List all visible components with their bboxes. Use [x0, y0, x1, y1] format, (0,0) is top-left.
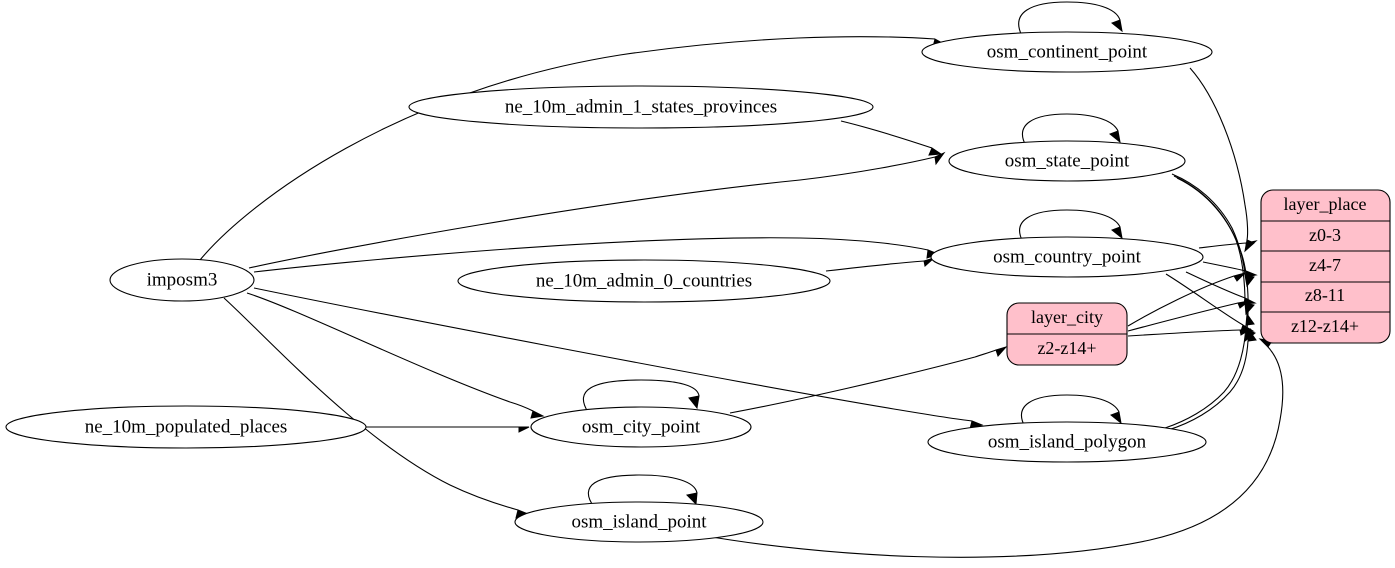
edge-imposm3-osm_city_point [246, 292, 545, 419]
edge-imposm3-osm_state_point [248, 151, 946, 269]
node-ne_10m_admin_1_states_provinces[interactable]: ne_10m_admin_1_states_provinces [408, 85, 874, 129]
node-ne_10m_admin_0_countries[interactable]: ne_10m_admin_0_countries [457, 259, 831, 303]
node-label-osm_island_point: osm_island_point [571, 511, 707, 532]
edge-self-osm_city_point [582, 379, 700, 413]
edge-osm_state_point-layer_place-z8-11 [1173, 175, 1255, 316]
node-osm_country_point[interactable]: osm_country_point [930, 236, 1204, 278]
node-osm_island_point[interactable]: osm_island_point [514, 501, 764, 543]
edge-group [199, 1, 1284, 558]
node-label-osm_island_polygon: osm_island_polygon [988, 431, 1147, 452]
node-imposm3[interactable]: imposm3 [109, 258, 255, 302]
edge-self-osm_state_point [1021, 113, 1121, 147]
node-label-ne_10m_populated_places: ne_10m_populated_places [85, 416, 288, 437]
edge-nepopulated-osm_city_point [366, 426, 530, 433]
node-label-imposm3: imposm3 [147, 269, 218, 290]
node-ne_10m_populated_places[interactable]: ne_10m_populated_places [5, 405, 367, 449]
edge-osm_city_point-layer_city [729, 346, 1008, 414]
node-osm_state_point[interactable]: osm_state_point [948, 140, 1186, 182]
edge-layer_city-layer_place-z4-7 [1127, 272, 1247, 327]
node-label-osm_state_point: osm_state_point [1005, 150, 1130, 171]
layer-row-layer_city-z2-z14[interactable]: z2-z14+ [1037, 338, 1096, 358]
node-label-ne_10m_admin_0_countries: ne_10m_admin_0_countries [536, 270, 752, 291]
layer-row-layer_place-z4-7[interactable]: z4-7 [1309, 255, 1341, 275]
edge-layer_city-layer_place-z12-z14+ [1127, 328, 1252, 337]
node-label-osm_city_point: osm_city_point [582, 416, 701, 437]
layer-title-layer_city: layer_city [1031, 307, 1103, 327]
layer-title-layer_place: layer_place [1284, 194, 1367, 214]
layer-group: layer_place z0-3 z4-7 z8-11 z12-z14+ lay… [1006, 189, 1391, 366]
edge-self-osm_island_point [587, 474, 698, 508]
edge-layer_city-layer_place-z8-11 [1127, 300, 1250, 332]
node-osm_island_polygon[interactable]: osm_island_polygon [927, 421, 1207, 463]
node-osm_city_point[interactable]: osm_city_point [530, 406, 752, 448]
node-label-osm_country_point: osm_country_point [993, 246, 1141, 267]
edge-osm_island_polygon-layer_place-z12-z14+ [1167, 328, 1257, 431]
edge-osm_island_polygon-layer_place-z8-11 [1164, 312, 1255, 429]
edge-osm_state_point-layer_place-z4-7 [1171, 173, 1255, 288]
layer-row-layer_place-z8-11[interactable]: z8-11 [1305, 285, 1345, 305]
edge-self-osm_continent_point [1018, 1, 1123, 37]
edge-ne0countries-osm_country_point [825, 257, 935, 272]
node-label-osm_continent_point: osm_continent_point [987, 41, 1148, 62]
node-group: imposm3 ne_10m_admin_1_states_provinces … [5, 31, 1213, 543]
edge-osm_country_point-layer_place-z4-7 [1202, 261, 1258, 278]
layer-layer_city[interactable]: layer_city z2-z14+ [1006, 302, 1128, 366]
edge-imposm3-osm_continent_point [199, 36, 946, 261]
edge-osm_country_point-layer_place-z0-3 [1198, 240, 1258, 250]
edge-osm_continent_point-layer_place-z0-3 [1189, 67, 1255, 253]
layer-layer_place[interactable]: layer_place z0-3 z4-7 z8-11 z12-z14+ [1260, 189, 1391, 344]
edge-self-osm_island_polygon [1020, 394, 1122, 428]
edge-self-osm_country_point [1019, 209, 1123, 243]
layer-row-layer_place-z0-3[interactable]: z0-3 [1309, 225, 1341, 245]
node-label-ne_10m_admin_1_states_provinces: ne_10m_admin_1_states_provinces [505, 96, 777, 117]
layer-row-layer_place-z12-z14[interactable]: z12-z14+ [1291, 316, 1359, 336]
edge-ne1states-osm_state_point [840, 120, 943, 156]
node-osm_continent_point[interactable]: osm_continent_point [921, 31, 1213, 73]
